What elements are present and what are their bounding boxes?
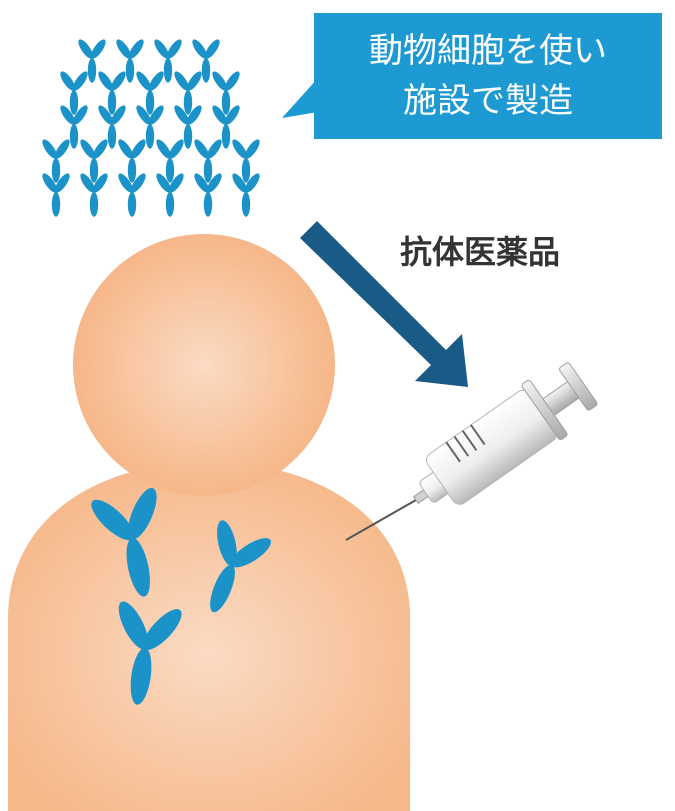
syringe-icon (345, 362, 598, 541)
bubble-line-1: 動物細胞を使い (369, 31, 607, 71)
antibody-cluster (39, 37, 263, 217)
arrow-icon (300, 221, 468, 387)
bubble-line-2: 施設で製造 (403, 81, 573, 121)
antibody-drug-label: 抗体医薬品 (400, 233, 560, 271)
person-icon (8, 234, 410, 811)
speech-bubble: 動物細胞を使い 施設で製造 (282, 13, 662, 139)
